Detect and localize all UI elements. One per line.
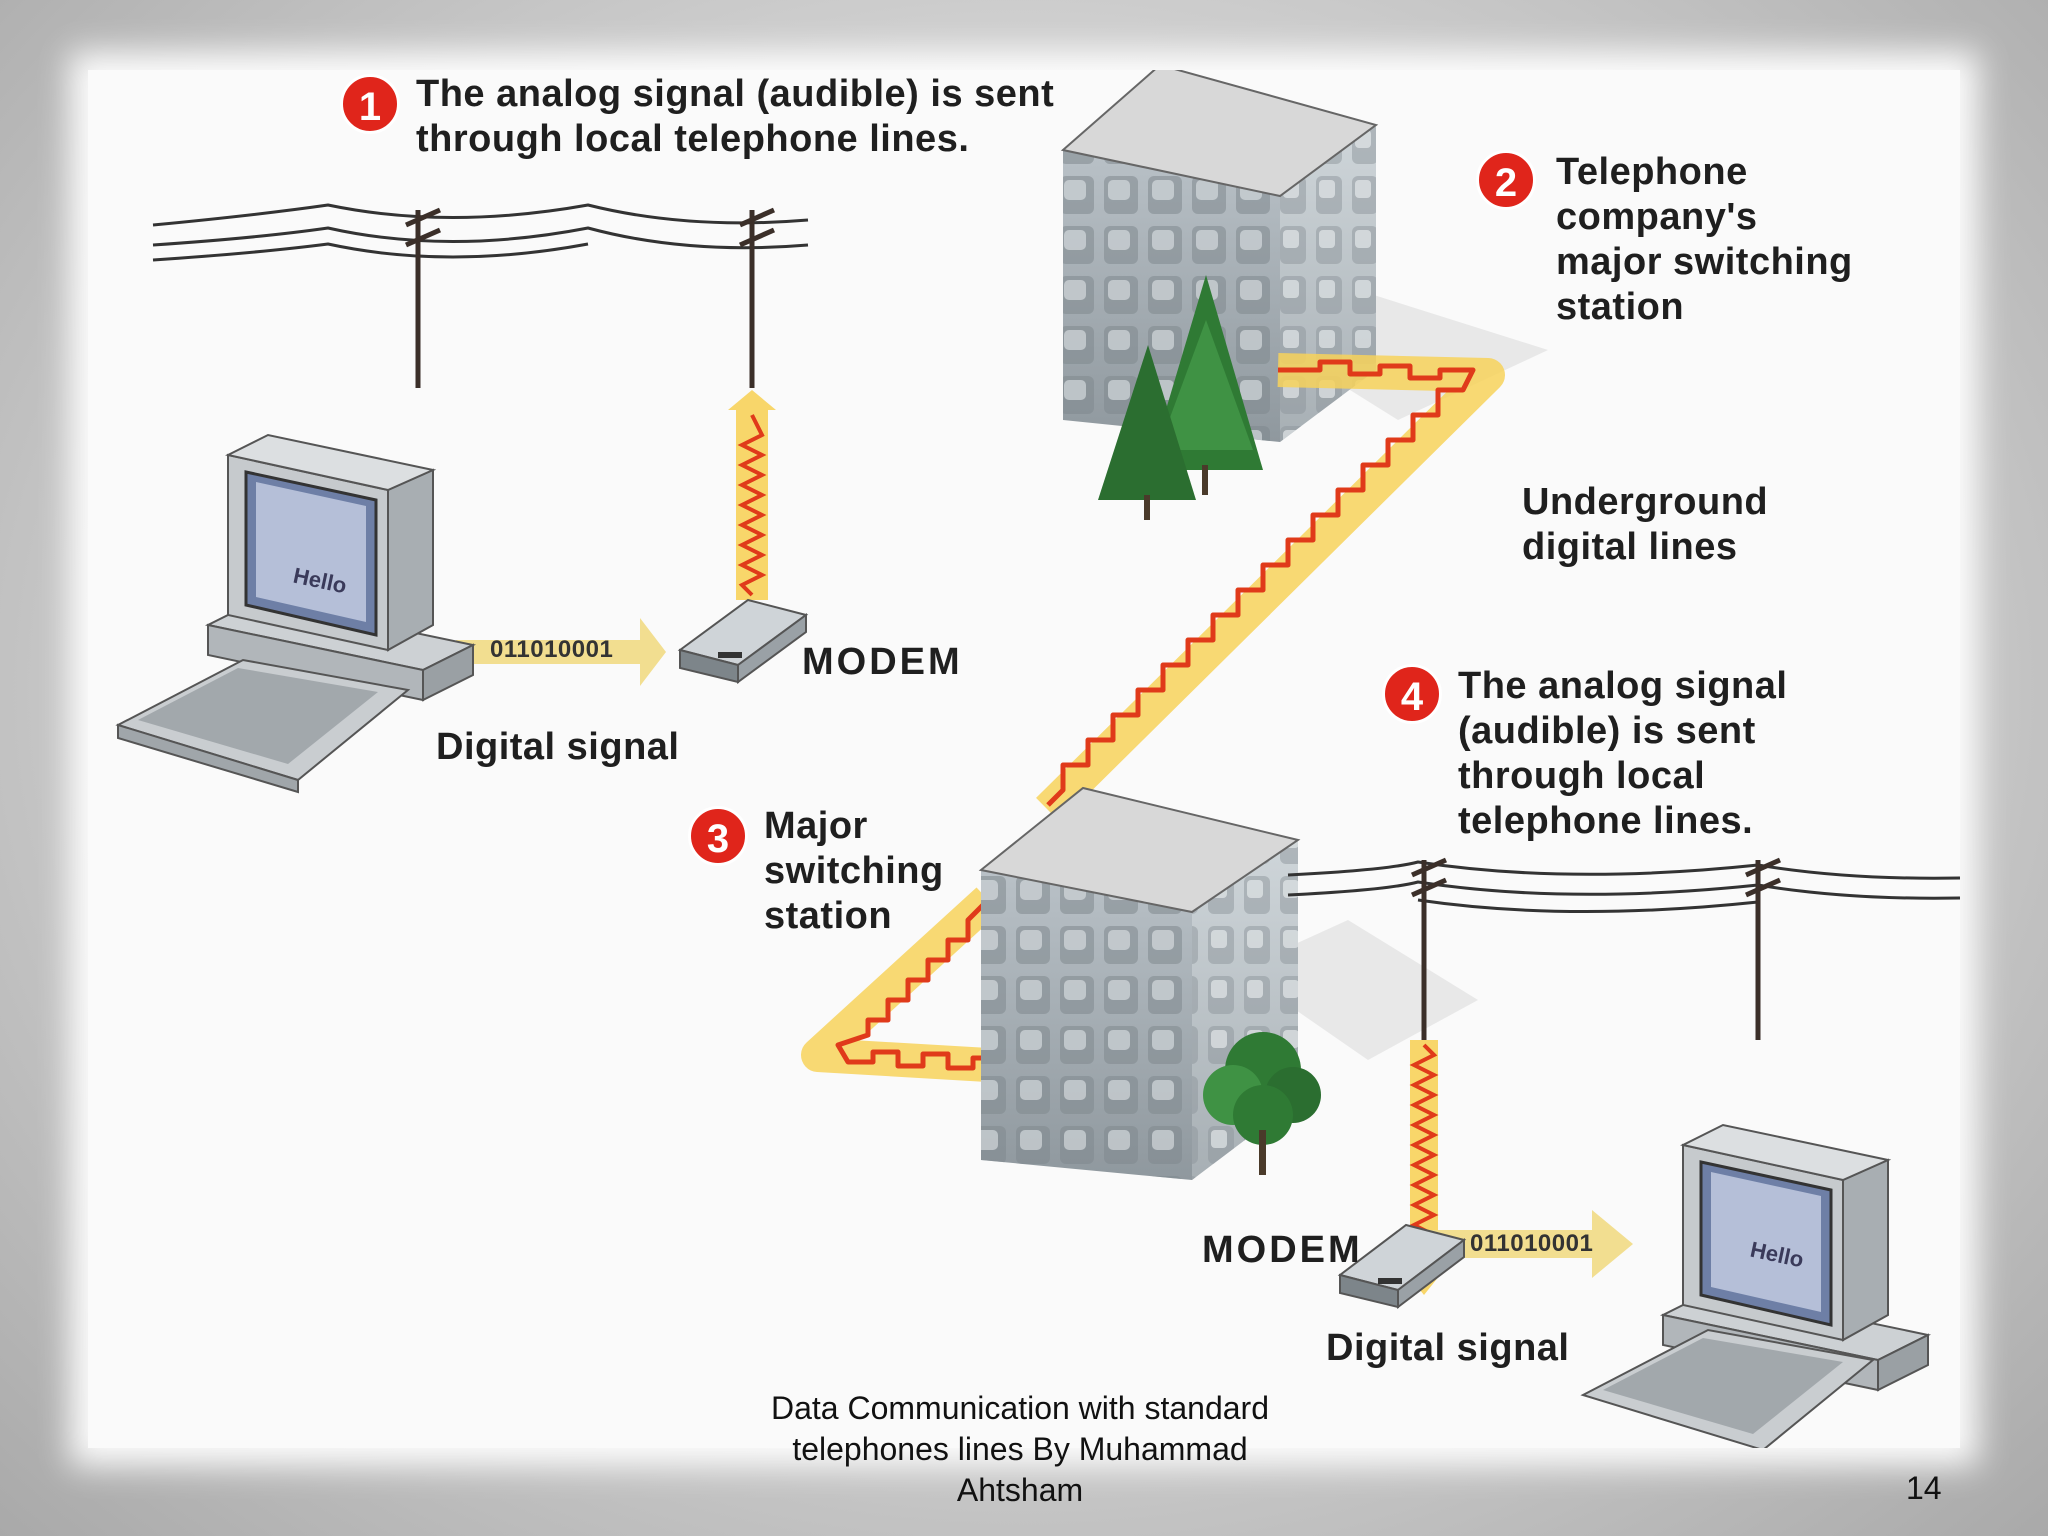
modem-device-bottom xyxy=(1337,1223,1467,1310)
digital-signal-arrow-top xyxy=(456,618,666,686)
step-2-label: Telephone company's major switching stat… xyxy=(1556,151,1853,328)
computer-bottom-right xyxy=(1580,1123,1932,1448)
bits-label-bottom: 011010001 xyxy=(1470,1230,1594,1257)
step-2-badge: 2 xyxy=(1476,150,1536,210)
digital-signal-label-bottom: Digital signal xyxy=(1326,1327,1570,1369)
diagram-slide: 1 The analog signal (audible) is sent th… xyxy=(88,70,1960,1448)
upper-telephone-wires xyxy=(152,203,809,262)
tree-top xyxy=(1098,275,1263,520)
modem-label-top: MODEM xyxy=(802,641,963,683)
step-4-badge: 4 xyxy=(1382,664,1442,724)
bits-label-top: 011010001 xyxy=(490,636,614,663)
step-3-label: Major switching station xyxy=(764,805,944,937)
lower-telephone-wires xyxy=(1287,860,1960,914)
step-1-label: The analog signal (audible) is sent thro… xyxy=(416,73,1055,160)
page-number: 14 xyxy=(1906,1470,1942,1506)
utility-pole-3 xyxy=(1410,857,1448,1040)
step-3-badge: 3 xyxy=(688,806,748,866)
modem-device-top xyxy=(677,598,809,684)
utility-pole-2 xyxy=(738,207,776,388)
underground-digital-line xyxy=(1036,353,1505,823)
computer-top-left xyxy=(115,433,477,794)
step-4-label: The analog signal (audible) is sent thro… xyxy=(1458,665,1788,842)
slide-caption: Data Communication with standard telepho… xyxy=(770,1390,1269,1508)
lower-digital-line xyxy=(801,887,1000,1082)
modem-label-bottom: MODEM xyxy=(1202,1229,1363,1271)
underground-lines-label: Underground digital lines xyxy=(1522,481,1769,568)
digital-signal-arrow-bottom xyxy=(1418,1210,1633,1278)
digital-signal-label-top: Digital signal xyxy=(436,726,680,768)
diagram-canvas xyxy=(115,70,1960,1448)
tree-bottom xyxy=(1203,1032,1321,1175)
utility-pole-1 xyxy=(404,207,442,388)
utility-pole-4 xyxy=(1744,857,1782,1040)
analog-signal-arrow-top xyxy=(728,390,776,600)
step-1-badge: 1 xyxy=(340,74,400,134)
